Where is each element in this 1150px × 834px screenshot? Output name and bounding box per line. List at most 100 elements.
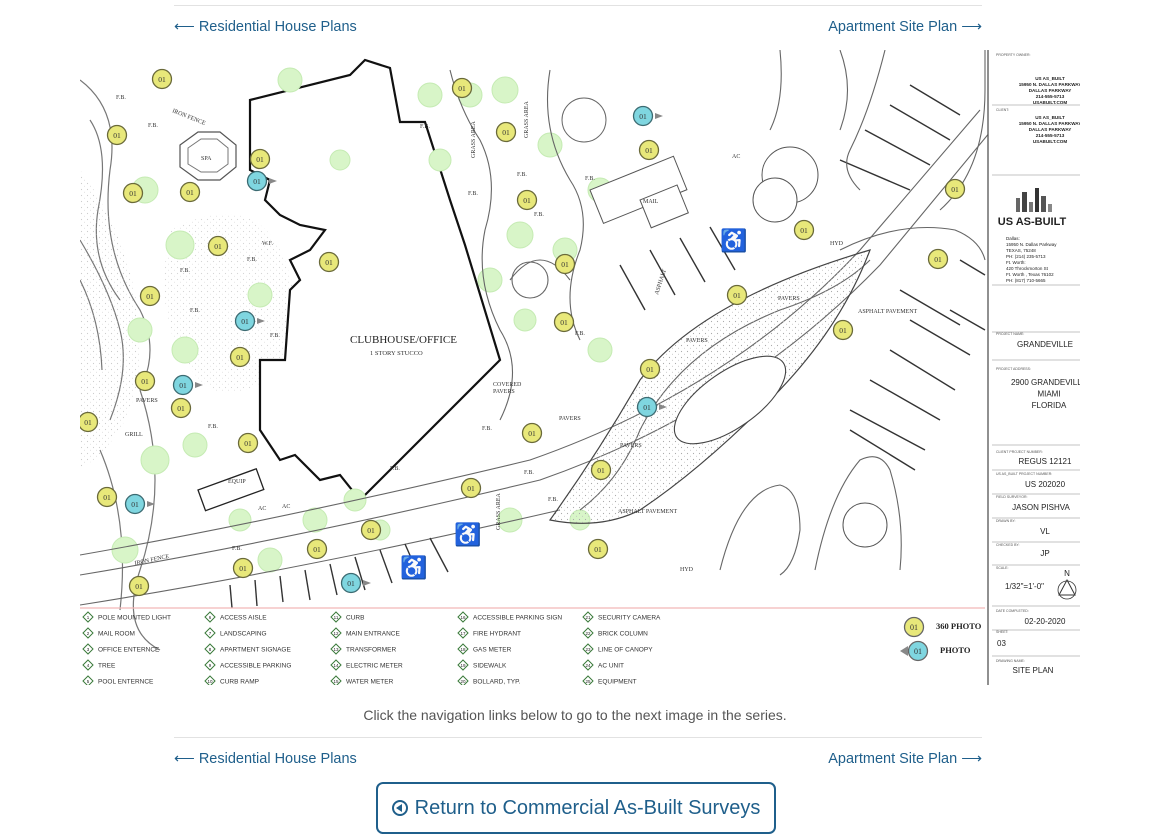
svg-text:01: 01	[129, 189, 137, 198]
svg-text:APARTMENT SIGNAGE: APARTMENT SIGNAGE	[220, 647, 291, 654]
svg-text:01: 01	[800, 226, 808, 235]
photo-360-marker: 01	[179, 181, 201, 203]
svg-text:ACCESSIBLE PARKING: ACCESSIBLE PARKING	[220, 663, 291, 670]
svg-text:4: 4	[87, 663, 90, 668]
svg-text:F.B.: F.B.	[232, 546, 242, 552]
svg-text:01: 01	[561, 260, 569, 269]
spa-feature: SPA	[179, 131, 237, 181]
next-link[interactable]: Apartment Site Plan ⟶	[828, 19, 982, 35]
svg-text:CURB RAMP: CURB RAMP	[220, 679, 259, 686]
svg-text:6: 6	[209, 615, 212, 620]
photo-360-marker: 01	[832, 319, 854, 341]
svg-text:Dallas:: Dallas:	[1006, 236, 1020, 241]
svg-text:F.B.: F.B.	[116, 95, 126, 101]
svg-text:FLORIDA: FLORIDA	[1032, 401, 1067, 410]
svg-text:OFFICE ENTERNCE: OFFICE ENTERNCE	[98, 647, 160, 654]
svg-text:GAS METER: GAS METER	[473, 647, 512, 654]
svg-text:12: 12	[333, 631, 339, 636]
svg-text:HYD: HYD	[680, 567, 694, 573]
svg-text:F.B.: F.B.	[534, 212, 544, 218]
photo-360-marker: 01	[151, 68, 173, 90]
svg-text:MIAMI: MIAMI	[1037, 390, 1060, 399]
accessible-parking-icons: ♿ ♿ ♿	[400, 228, 747, 580]
svg-text:CLIENT PROJECT NUMBER:: CLIENT PROJECT NUMBER:	[996, 450, 1043, 454]
next-link-bottom[interactable]: Apartment Site Plan ⟶	[828, 751, 982, 767]
photo-360-marker: 01	[229, 346, 251, 368]
photo-360-marker: 01	[590, 459, 612, 481]
svg-text:F.B.: F.B.	[208, 424, 218, 430]
svg-text:01: 01	[253, 177, 261, 186]
photo-marker: 01	[632, 105, 663, 127]
photo-360-marker: 01	[80, 411, 99, 433]
svg-text:F.B.: F.B.	[585, 176, 595, 182]
svg-text:ACCESS AISLE: ACCESS AISLE	[220, 615, 267, 622]
svg-text:POLE MOUNTED LIGHT: POLE MOUNTED LIGHT	[98, 615, 171, 622]
svg-text:01: 01	[214, 242, 222, 251]
svg-text:01: 01	[325, 258, 333, 267]
svg-text:W.F.: W.F.	[262, 241, 273, 247]
svg-text:POOL ENTERNCE: POOL ENTERNCE	[98, 679, 154, 686]
building-label: CLUBHOUSE/OFFICE	[350, 334, 457, 346]
svg-text:CLIENT:: CLIENT:	[996, 108, 1009, 112]
north-arrow-icon	[1058, 578, 1076, 596]
photo-360-marker: 01	[318, 251, 340, 273]
svg-text:9: 9	[209, 663, 212, 668]
svg-text:214-555-5713: 214-555-5713	[1036, 133, 1065, 138]
svg-text:ACCESSIBLE PARKING SIGN: ACCESSIBLE PARKING SIGN	[473, 615, 562, 622]
svg-text:01: 01	[645, 146, 653, 155]
photo-marker: 01	[234, 310, 265, 332]
svg-text:15950 N. DALLAS PARKWAY: 15950 N. DALLAS PARKWAY	[1019, 82, 1080, 87]
svg-text:01: 01	[528, 429, 536, 438]
svg-text:PROPERTY OWNER:: PROPERTY OWNER:	[996, 53, 1031, 57]
svg-text:CURB: CURB	[346, 615, 364, 622]
photo-360-marker: 01	[638, 139, 660, 161]
svg-text:FIELD SURVEYOR:: FIELD SURVEYOR:	[996, 495, 1027, 499]
svg-text:1: 1	[87, 615, 90, 620]
svg-text:03: 03	[997, 639, 1006, 648]
svg-text:F.B.: F.B.	[517, 172, 527, 178]
svg-text:ASPHALT PAVEMENT: ASPHALT PAVEMENT	[618, 509, 678, 515]
top-navigation: ⟵ Residential House Plans Apartment Site…	[174, 19, 982, 39]
svg-text:GRASS AREA: GRASS AREA	[496, 492, 502, 530]
photo-360-marker: 01	[944, 178, 966, 200]
svg-text:Ft. Worth:: Ft. Worth:	[1006, 260, 1026, 265]
svg-text:SECURITY CAMERA: SECURITY CAMERA	[598, 615, 661, 622]
parking-stripes	[229, 84, 986, 609]
photo-360-marker: 01	[639, 358, 661, 380]
photo-360-marker: 01	[495, 121, 517, 143]
svg-text:DRAWING NAME:: DRAWING NAME:	[996, 659, 1025, 663]
svg-text:19: 19	[460, 663, 466, 668]
photo-marker: 01	[246, 170, 277, 192]
photo-360-marker: 01	[553, 311, 575, 333]
svg-text:01: 01	[239, 564, 247, 573]
svg-text:2: 2	[87, 631, 90, 636]
svg-text:WATER METER: WATER METER	[346, 679, 394, 686]
prev-link-bottom[interactable]: ⟵ Residential House Plans	[174, 751, 357, 767]
prev-link[interactable]: ⟵ Residential House Plans	[174, 19, 357, 35]
grill-label: GRILL	[125, 432, 143, 438]
bottom-divider	[174, 737, 982, 738]
svg-text:01: 01	[103, 493, 111, 502]
project-name: GRANDEVILLE	[1017, 340, 1073, 349]
svg-text:420 Throckmorton St: 420 Throckmorton St	[1006, 266, 1049, 271]
photo-360-marker: 01	[587, 538, 609, 560]
return-button[interactable]: Return to Commercial As-Built Surveys	[376, 782, 776, 834]
building-sublabel: 1 STORY STUCCO	[370, 350, 423, 357]
svg-text:AC: AC	[258, 506, 266, 512]
photo-360-marker: 01	[139, 285, 161, 307]
us-as-built-logo: US AS-BUILT	[998, 188, 1066, 228]
svg-text:TRANSFORMER: TRANSFORMER	[346, 647, 397, 654]
svg-text:01: 01	[639, 112, 647, 121]
photo-360-marker: 01	[249, 148, 271, 170]
